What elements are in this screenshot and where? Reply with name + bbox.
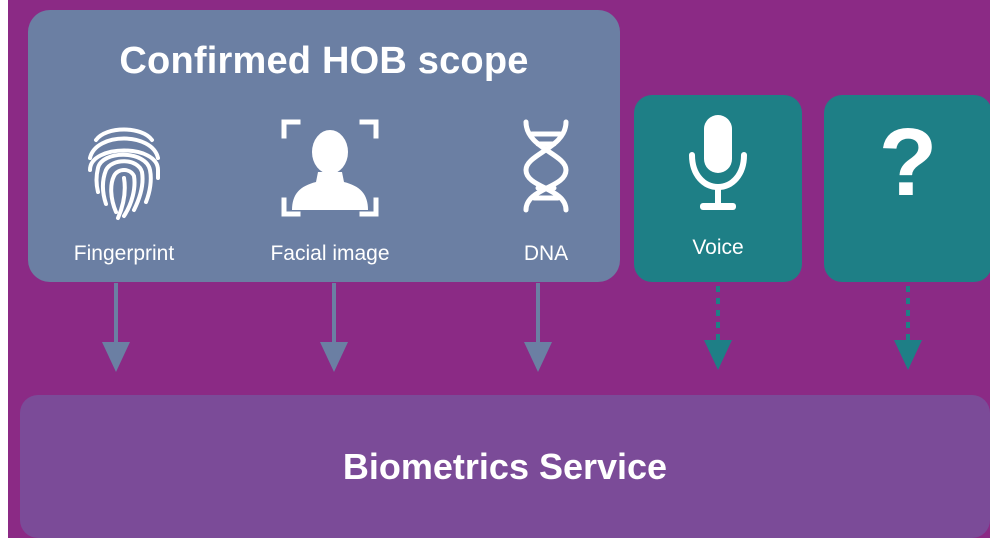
arrow-fingerprint [102,283,130,372]
dna-label: DNA [523,242,569,265]
fingerprint-label: Fingerprint [73,242,175,265]
voice-label: Voice [692,236,744,259]
face-scan-icon [281,119,379,217]
diagram-canvas: Confirmed HOB scope Fingerprint [8,0,990,538]
arrow-voice-dashed [704,286,732,370]
dna-icon [523,119,569,213]
arrows-layer [102,283,922,372]
question-mark-icon: ? [878,109,938,216]
arrow-unknown-dashed [894,286,922,370]
biometrics-service-box: Biometrics Service [20,395,990,538]
arrow-dna [524,283,552,372]
service-label: Biometrics Service [342,446,668,487]
dna-item: DNA [456,118,636,265]
scope-title: Confirmed HOB scope [119,40,529,82]
confirmed-scope-box: Confirmed HOB scope Fingerprint [28,10,620,282]
arrow-facial-image [320,283,348,372]
microphone-icon [689,115,747,210]
facial-image-item: Facial image [240,118,420,265]
unknown-modality-box: ? [824,95,990,282]
fingerprint-item: Fingerprint [34,118,214,265]
voice-box: Voice [634,95,802,282]
facial-image-label: Facial image [270,242,390,265]
fingerprint-icon [88,127,160,220]
